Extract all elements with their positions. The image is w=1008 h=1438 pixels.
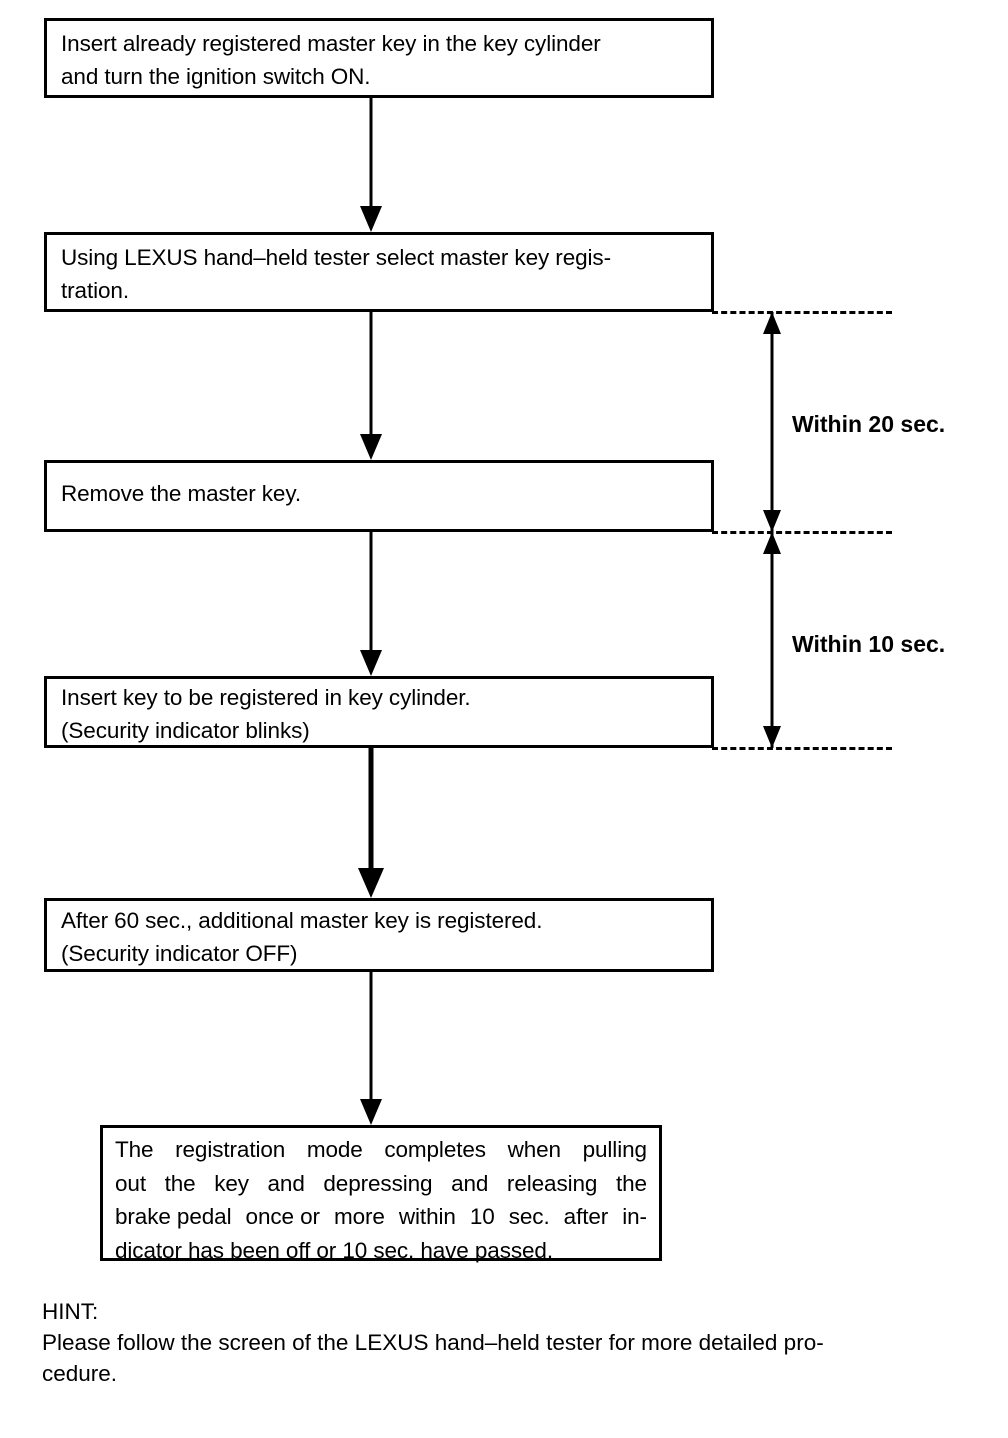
step-6-line-4: dicator has been off or 10 sec. have pas…	[115, 1234, 647, 1268]
dashed-guide-line-bottom	[712, 747, 892, 750]
text-fragment: completes	[384, 1137, 486, 1162]
step-1-line-1: Insert already registered master key in …	[61, 31, 601, 56]
connector-arrow-step1-to-step2	[358, 98, 384, 232]
text-fragment: key	[214, 1170, 249, 1196]
step-6-line-1: The registration mode completes when pulling	[115, 1133, 647, 1167]
text-fragment: and	[451, 1170, 489, 1196]
dashed-guide-line-top	[712, 311, 892, 314]
flowchart-step-3-box: Remove the master key.	[44, 460, 714, 532]
flowchart-step-1-box: Insert already registered master key in …	[44, 18, 714, 98]
connector-shaft	[369, 98, 373, 208]
step-3-line-1: Remove the master key.	[61, 481, 301, 506]
step-4-line-1: Insert key to be registered in key cylin…	[61, 685, 471, 710]
flowchart-step-4-box: Insert key to be registered in key cylin…	[44, 676, 714, 748]
hint-block: HINT: Please follow the screen of the LE…	[42, 1296, 972, 1389]
timing-label-10sec: Within 10 sec.	[792, 631, 946, 657]
connector-shaft	[369, 532, 373, 652]
dashed-guide-line-middle	[712, 531, 892, 534]
text-fragment: mode	[306, 1137, 363, 1162]
text-fragment: within	[398, 1204, 456, 1229]
step-2-line-2: tration.	[61, 278, 129, 303]
text-fragment: out	[115, 1170, 146, 1196]
timing-label-20sec: Within 20 sec.	[792, 411, 946, 437]
connector-arrow-step5-to-step6	[358, 972, 384, 1125]
text-fragment: the	[164, 1170, 196, 1196]
text-fragment: more	[333, 1204, 385, 1229]
text-fragment: the	[615, 1170, 647, 1196]
text-fragment: when	[507, 1137, 561, 1162]
arrowhead-down-icon	[358, 868, 384, 898]
arrowhead-down-icon	[763, 510, 781, 532]
connector-shaft	[368, 748, 374, 870]
text-fragment: pulling	[582, 1137, 647, 1162]
arrowhead-down-icon	[763, 726, 781, 748]
connector-shaft	[369, 312, 373, 436]
dimension-shaft	[770, 532, 774, 748]
text-fragment: sec.	[508, 1204, 550, 1229]
connector-shaft	[369, 972, 373, 1101]
text-fragment: once or	[245, 1204, 320, 1229]
hint-title: HINT:	[42, 1299, 99, 1324]
hint-line-2: cedure.	[42, 1361, 118, 1386]
text-fragment: The	[115, 1137, 154, 1162]
step-5-line-1: After 60 sec., additional master key is …	[61, 908, 543, 933]
timing-dimension-20sec	[762, 312, 782, 532]
connector-arrow-step3-to-step4	[358, 532, 384, 676]
text-fragment: 10	[469, 1204, 495, 1229]
flowchart-step-5-box: After 60 sec., additional master key is …	[44, 898, 714, 972]
connector-arrow-step2-to-step3	[358, 312, 384, 460]
step-5-line-2: (Security indicator OFF)	[61, 941, 298, 966]
text-fragment: after	[563, 1204, 609, 1229]
text-fragment: registration	[175, 1137, 286, 1162]
arrowhead-up-icon	[763, 532, 781, 554]
arrowhead-down-icon	[360, 650, 382, 676]
arrowhead-down-icon	[360, 206, 382, 232]
hint-line-1: Please follow the screen of the LEXUS ha…	[42, 1330, 824, 1355]
arrowhead-down-icon	[360, 434, 382, 460]
connector-arrow-step4-to-step5	[356, 748, 386, 898]
text-fragment: depressing	[323, 1170, 433, 1196]
text-fragment: dicator has been off or 10 sec. have pas…	[115, 1237, 553, 1263]
text-fragment: and	[267, 1170, 305, 1196]
text-fragment: brake pedal	[115, 1204, 232, 1229]
timing-dimension-10sec	[762, 532, 782, 748]
text-fragment: in-	[622, 1204, 647, 1229]
arrowhead-down-icon	[360, 1099, 382, 1125]
step-2-line-1: Using LEXUS hand–held tester select mast…	[61, 245, 611, 270]
text-fragment: releasing	[506, 1170, 598, 1196]
dimension-shaft	[770, 312, 774, 532]
step-1-line-2: and turn the ignition switch ON.	[61, 64, 371, 89]
arrowhead-up-icon	[763, 312, 781, 334]
flowchart-step-2-box: Using LEXUS hand–held tester select mast…	[44, 232, 714, 312]
step-4-line-2: (Security indicator blinks)	[61, 718, 310, 743]
